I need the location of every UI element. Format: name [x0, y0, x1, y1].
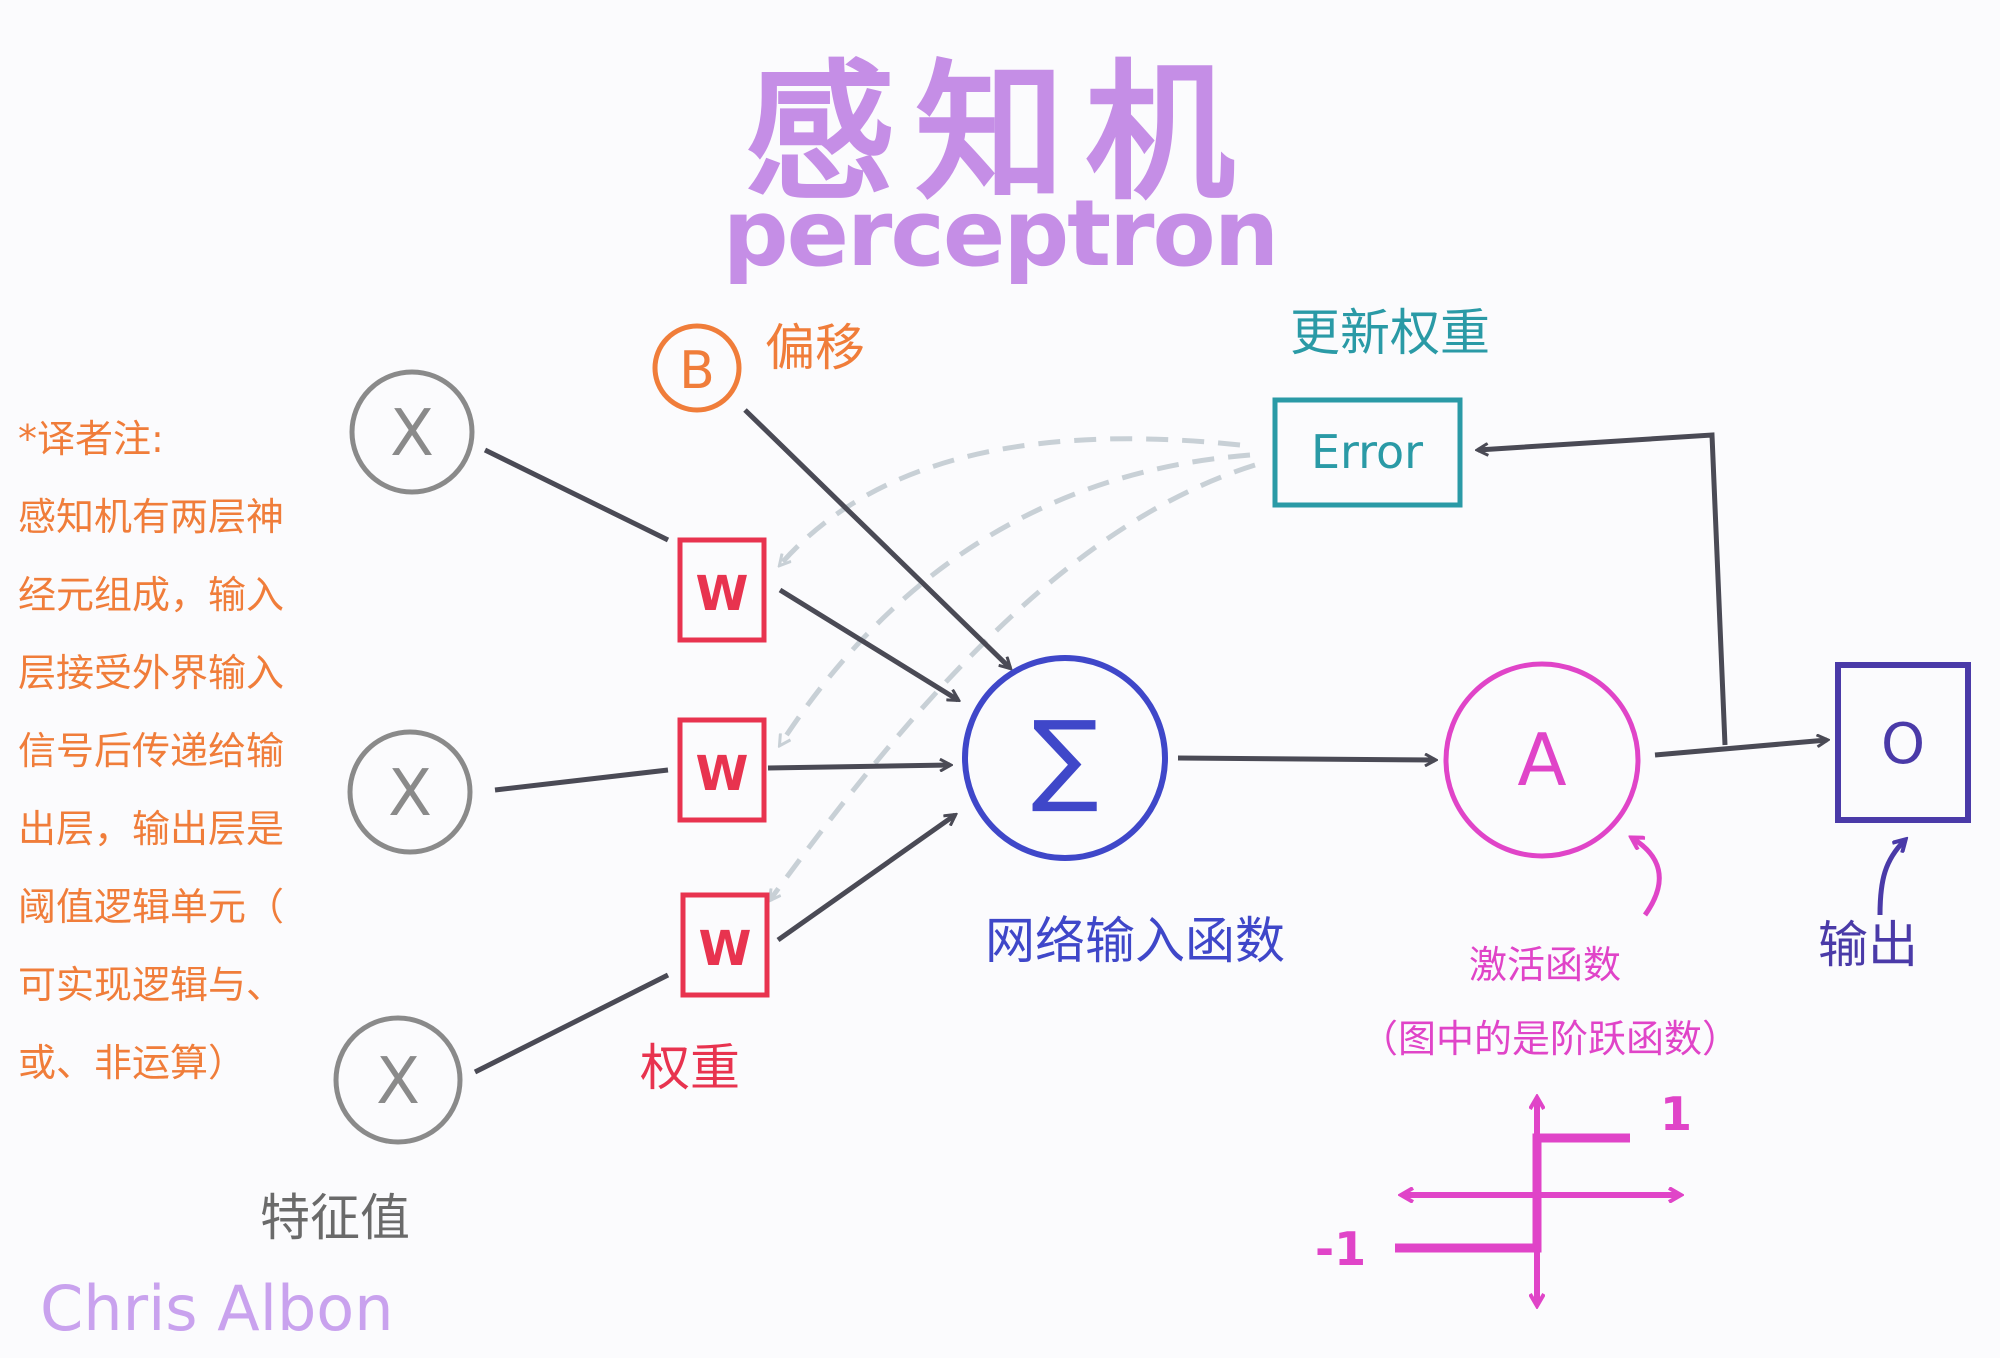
translator-note-line-1: 感知机有两层神 — [18, 495, 284, 539]
weight-node-3-label: W — [699, 921, 752, 977]
input-node-3-label: X — [376, 1045, 420, 1119]
input-node-2: X — [347, 729, 473, 855]
translator-note-line-3: 层接受外界输入 — [18, 651, 284, 695]
update-arrow-3 — [770, 462, 1256, 900]
bias-node: B — [652, 323, 742, 413]
title-sub: perceptron — [723, 180, 1277, 287]
step-plot-curve — [1395, 1133, 1630, 1253]
activation-pointer-arrow — [1632, 838, 1662, 917]
weight-update-arrows — [770, 436, 1256, 900]
step-plot-high-label: 1 — [1660, 1087, 1692, 1141]
w2-to-sum-arrow — [767, 765, 950, 768]
x1-to-w1-line — [483, 447, 670, 543]
translator-note-line-4: 信号后传递给输 — [18, 729, 284, 773]
activation-node: A — [1443, 661, 1641, 859]
translator-note-line-8: 或、非运算） — [18, 1041, 246, 1085]
x2-to-w2-line — [494, 767, 669, 793]
output-caption: 输出 — [1818, 916, 1918, 974]
weight-node-3: W — [680, 892, 770, 998]
step-plot-low-label: -1 — [1315, 1222, 1366, 1276]
w3-to-sum-arrow — [776, 815, 955, 943]
inputs-caption: 特征值 — [260, 1189, 410, 1247]
input-node-3: X — [333, 1015, 463, 1145]
step-function-plot — [1395, 1098, 1680, 1305]
activation-caption: 激活函数 — [1469, 943, 1621, 987]
sum-caption: 网络输入函数 — [985, 912, 1285, 970]
sum-node-label: ∑ — [1031, 699, 1098, 816]
output-node: O — [1835, 662, 1971, 823]
input-node-1: X — [349, 369, 475, 495]
activation-note: （图中的是阶跃函数） — [1360, 1017, 1740, 1061]
input-node-2-label: X — [388, 757, 432, 831]
x3-to-w3-line — [473, 972, 670, 1075]
bias-node-label: B — [679, 341, 715, 401]
weight-node-2: W — [677, 717, 767, 823]
connectors — [473, 408, 1827, 1075]
output-node-label: O — [1881, 712, 1925, 777]
error-caption: 更新权重 — [1290, 304, 1490, 362]
error-node: Error — [1272, 397, 1463, 508]
translator-note: *译者注: 感知机有两层神 经元组成，输入 层接受外界输入 信号后传递给输 出层… — [18, 417, 284, 1085]
translator-note-line-0: *译者注: — [18, 417, 164, 461]
weight-node-1-label: W — [696, 566, 749, 622]
sum-node: ∑ — [962, 655, 1168, 861]
output-pointer-arrow — [1877, 840, 1905, 916]
update-arrow-1 — [780, 436, 1241, 565]
error-node-label: Error — [1311, 425, 1423, 479]
activation-to-output-arrow — [1654, 740, 1827, 758]
activation-node-label: A — [1517, 718, 1566, 802]
sum-to-activation-arrow — [1177, 758, 1435, 760]
weights-caption: 权重 — [640, 1039, 740, 1097]
bias-caption: 偏移 — [765, 319, 865, 377]
translator-note-line-6: 阈值逻辑单元（ — [18, 885, 284, 929]
title-main: 感知机 — [745, 47, 1255, 221]
translator-note-line-2: 经元组成，输入 — [18, 573, 284, 617]
author-signature: Chris Albon — [40, 1272, 394, 1345]
input-node-1-label: X — [390, 397, 434, 471]
output-to-error-arrow — [1478, 432, 1728, 746]
bias-to-sum-arrow — [743, 408, 1010, 668]
update-arrow-2 — [780, 452, 1251, 745]
translator-note-line-7: 可实现逻辑与、 — [18, 963, 284, 1007]
weight-node-2-label: W — [696, 746, 749, 802]
w1-to-sum-arrow — [778, 587, 958, 700]
translator-note-line-5: 出层，输出层是 — [18, 807, 284, 851]
weight-node-1: W — [677, 537, 767, 643]
